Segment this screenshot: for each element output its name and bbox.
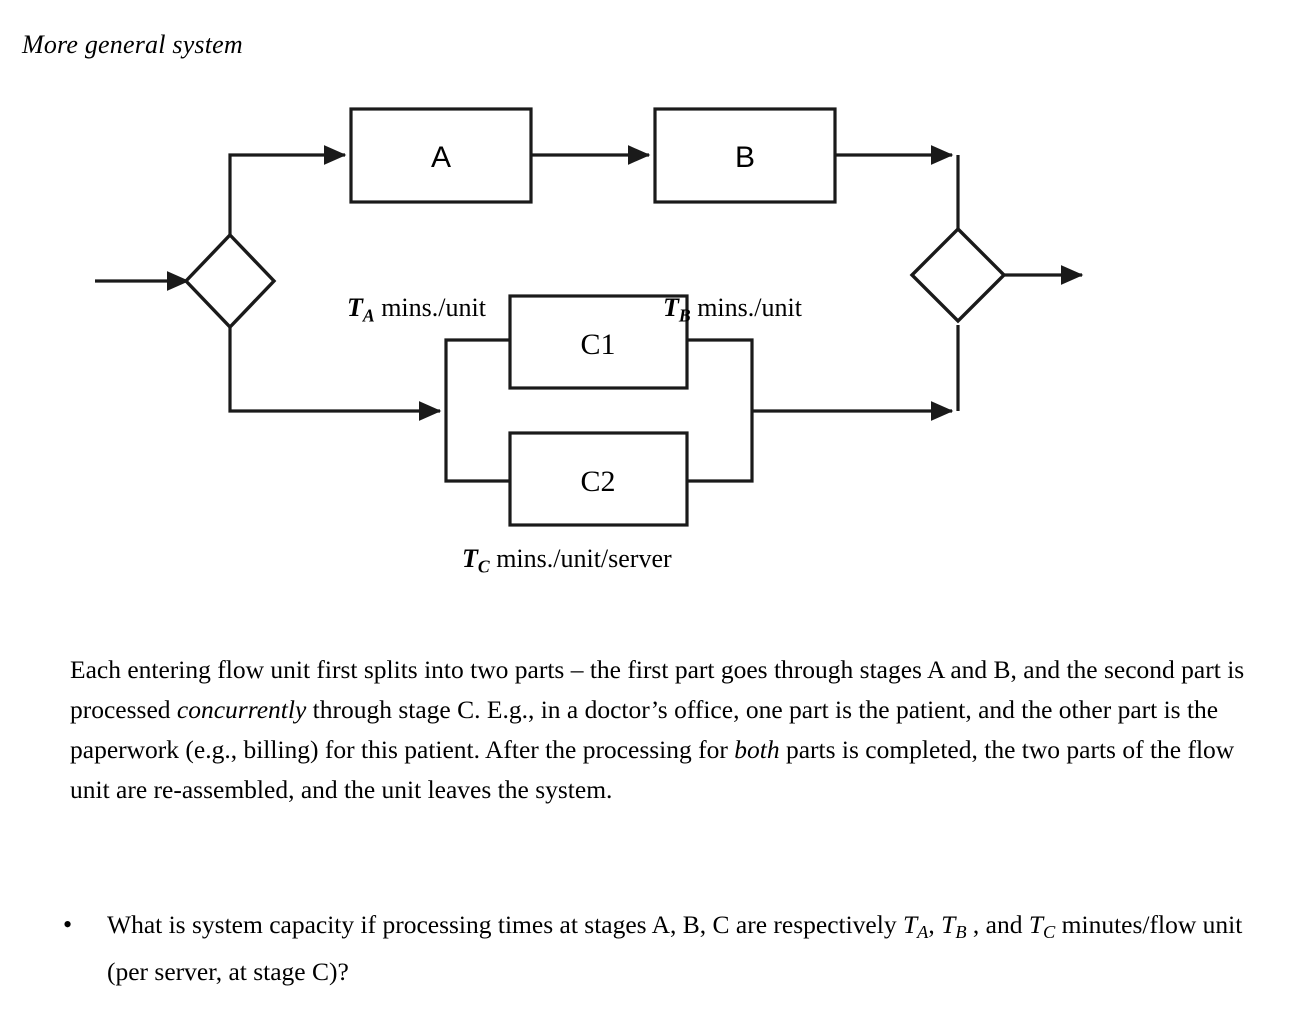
merge-node: [909, 226, 1007, 324]
node-c2: [508, 431, 689, 527]
node-a-label: A: [431, 141, 451, 174]
bullet-text-1: What is system capacity if processing ti…: [107, 910, 903, 939]
caption-a-symbol: T: [347, 293, 363, 322]
node-c2-label: C2: [580, 465, 615, 498]
question-bullet-list: • What is system capacity if processing …: [55, 905, 1280, 992]
caption-b-symbol: T: [663, 293, 679, 322]
bullet-marker: •: [63, 910, 73, 939]
caption-a-time: TA mins./unit: [347, 293, 486, 327]
bullet-var-c: T: [1028, 910, 1044, 939]
list-item: • What is system capacity if processing …: [55, 905, 1280, 992]
bullet-sep-2: , and: [966, 910, 1029, 939]
bullet-item-text: What is system capacity if processing ti…: [107, 905, 1280, 992]
bullet-var-b: T: [941, 910, 956, 939]
edge-split-to-c: [228, 327, 442, 421]
description-paragraph: Each entering flow unit first splits int…: [70, 650, 1275, 810]
bullet-sep-1: ,: [928, 910, 942, 939]
caption-c-symbol: T: [462, 544, 478, 573]
caption-c-time: TC mins./unit/server: [462, 544, 672, 578]
node-c1-label: C1: [580, 328, 615, 361]
caption-c-subscript: C: [477, 556, 490, 577]
caption-b-time: TB mins./unit: [663, 293, 802, 327]
node-c1: [508, 294, 689, 390]
node-b: [653, 107, 837, 204]
flow-diagram-svg: A B C1 C2: [95, 107, 1084, 527]
paragraph-emphasis-2: both: [734, 735, 780, 764]
paragraph-part-3: parts is completed, the two parts of the…: [70, 735, 1235, 804]
c-join-bracket: [687, 338, 754, 483]
caption-a-text: mins./unit: [381, 293, 486, 322]
node-b-label: B: [735, 141, 755, 174]
bullet-var-a-sub: A: [917, 922, 929, 943]
split-node: [183, 232, 277, 330]
caption-c-text: mins./unit/server: [496, 544, 672, 573]
caption-b-subscript: B: [678, 305, 691, 326]
edge-split-to-a: [228, 145, 347, 235]
bullet-var-a: T: [902, 910, 918, 939]
paragraph-emphasis-1: concurrently: [176, 695, 307, 724]
paragraph-part-2: through stage C. E.g., in a doctor’s off…: [70, 695, 1219, 764]
caption-b-text: mins./unit: [697, 293, 802, 322]
process-flow-diagram: A B C1 C2: [0, 80, 1296, 600]
caption-a-subscript: A: [362, 305, 375, 326]
paragraph-part-1: Each entering flow unit first splits int…: [70, 655, 1245, 724]
bullet-var-b-sub: B: [955, 922, 967, 943]
bullet-var-c-sub: C: [1043, 922, 1056, 943]
page-title: More general system: [22, 30, 243, 59]
c-fork-bracket: [444, 338, 510, 483]
bullet-text-2: minutes/flow unit (per server, at stage …: [107, 910, 1243, 987]
